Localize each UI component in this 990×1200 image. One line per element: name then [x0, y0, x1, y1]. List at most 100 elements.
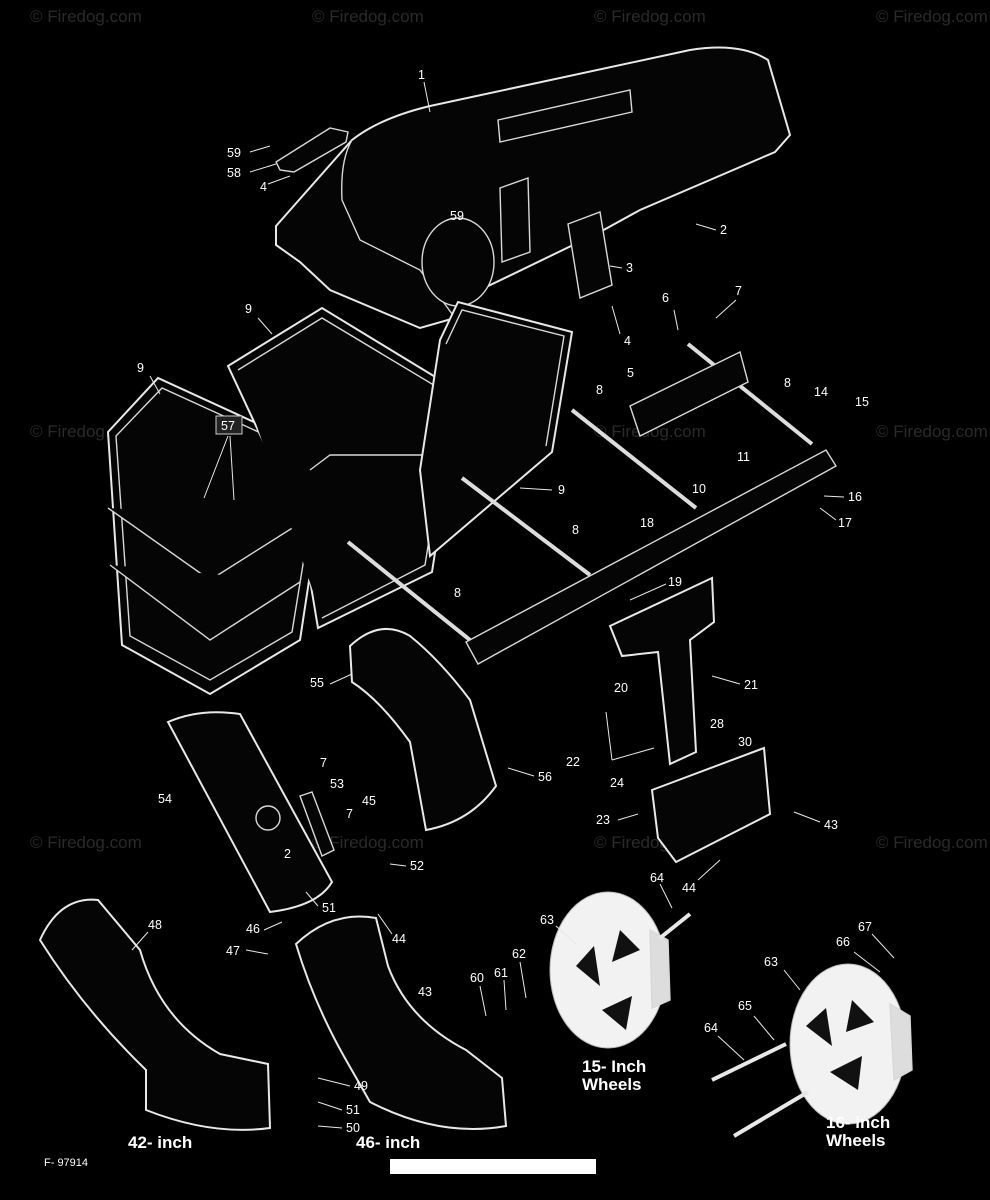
callout-3: 3	[626, 261, 633, 275]
hitch-plate	[650, 746, 772, 864]
callout-8: 8	[454, 586, 461, 600]
callout-51: 52	[410, 859, 424, 873]
wheel-15-inch	[549, 891, 671, 1049]
callout-12: 14	[814, 385, 828, 399]
caption-16-inch-line1: 16- inch	[826, 1113, 890, 1132]
axle-bolt	[732, 1090, 810, 1138]
upright-tube	[608, 576, 716, 766]
chute-tube	[166, 711, 334, 914]
callout-22: 24	[610, 776, 624, 790]
callout-18: 20	[614, 681, 628, 695]
callout-15: 17	[838, 516, 852, 530]
callout-14: 16	[848, 490, 862, 504]
chute-46	[294, 915, 508, 1130]
callout-56: 56	[538, 770, 552, 784]
callout-45: 46	[246, 922, 260, 936]
callout-7: 7	[346, 807, 353, 821]
hopper-lid	[275, 46, 792, 330]
callout-10: 10	[692, 482, 706, 496]
handle-bracket	[275, 127, 349, 173]
callout-7: 7	[320, 756, 327, 770]
latch	[299, 791, 335, 857]
support-tubes	[346, 342, 814, 642]
callout-61: 61	[494, 966, 508, 980]
callout-63: 63	[764, 955, 778, 969]
callout-16: 18	[640, 516, 654, 530]
callout-4: 4	[260, 180, 267, 194]
figure-id: F- 97914	[44, 1157, 88, 1169]
grass-bag-right	[418, 300, 574, 558]
callout-54: 54	[158, 792, 172, 806]
watermark: © Firedog.com	[30, 833, 142, 852]
callout-59: 59	[450, 209, 464, 223]
watermark: © Firedog.com	[876, 422, 988, 441]
callout-28: 43	[824, 818, 838, 832]
watermark: © Firedog.com	[594, 7, 706, 26]
axle-bolt	[658, 912, 692, 940]
callout-64: 64	[650, 871, 664, 885]
callout-9: 9	[137, 361, 144, 375]
wheel-16-inch	[789, 963, 913, 1125]
grass-bag-middle	[226, 306, 462, 630]
callout-67: 67	[858, 920, 872, 934]
callouts: 1 59 58 4 59 2 3 4 6 7 5 8 8 14 15 11 10…	[131, 68, 895, 1135]
callout-21: 23	[596, 813, 610, 827]
callout-17: 19	[668, 575, 682, 589]
callout-49: 50	[346, 1121, 360, 1135]
caption-15-inch-line2: Wheels	[582, 1075, 642, 1094]
callout-11: 11	[737, 450, 750, 464]
axle-bolt	[711, 1042, 787, 1082]
mount-bracket	[629, 350, 749, 437]
callout-65: 65	[738, 999, 752, 1013]
callout-59: 59	[227, 146, 241, 160]
watermark: © Firedog.com	[876, 7, 988, 26]
watermark: © Firedog.com	[30, 7, 142, 26]
callout-66: 66	[836, 935, 850, 949]
caption-16-inch-line2: Wheels	[826, 1131, 886, 1150]
footer-bar	[390, 1159, 596, 1174]
callout-47: 48	[148, 918, 162, 932]
callout-55: 55	[310, 676, 324, 690]
callout-60: 60	[470, 971, 484, 985]
callout-8: 8	[784, 376, 791, 390]
chute-elbow	[348, 628, 498, 832]
caption-42-inch: 42- inch	[128, 1133, 192, 1152]
callout-44: 44	[392, 932, 406, 946]
callout-6: 6	[662, 291, 669, 305]
callout-62: 62	[512, 947, 526, 961]
callout-13: 15	[855, 395, 869, 409]
callout-24: 30	[738, 735, 752, 749]
callout-9: 9	[245, 302, 252, 316]
callout-5: 5	[627, 366, 634, 380]
callout-2: 2	[284, 847, 291, 861]
callout-50: 51	[322, 901, 336, 915]
callout-8: 8	[572, 523, 579, 537]
callout-7: 7	[735, 284, 742, 298]
callout-4: 4	[624, 334, 631, 348]
callout-8: 8	[596, 383, 603, 397]
caption-46-inch: 46- inch	[356, 1133, 420, 1152]
callout-57: 57	[221, 419, 235, 433]
callout-58: 58	[227, 166, 241, 180]
callout-23: 28	[710, 717, 724, 731]
callout-1: 1	[418, 68, 425, 82]
callout-30: 44	[682, 881, 696, 895]
frame-bar	[465, 449, 837, 665]
callout-53: 53	[330, 777, 344, 791]
callout-48: 49	[354, 1079, 368, 1093]
watermark: © Firedog.com	[876, 833, 988, 852]
callout-63: 63	[540, 913, 554, 927]
watermark: © Firedog.com	[312, 833, 424, 852]
callout-64: 64	[704, 1021, 718, 1035]
callout-20: 22	[566, 755, 580, 769]
watermark: © Firedog.com	[312, 7, 424, 26]
callout-43: 43	[418, 985, 432, 999]
callout-19: 21	[744, 678, 758, 692]
callout-46: 47	[226, 944, 240, 958]
callout-9: 9	[558, 483, 565, 497]
caption-15-inch-line1: 15- Inch	[582, 1057, 646, 1076]
callout-52: 51	[346, 1103, 360, 1117]
knob	[255, 805, 281, 831]
chute-42	[38, 898, 272, 1131]
